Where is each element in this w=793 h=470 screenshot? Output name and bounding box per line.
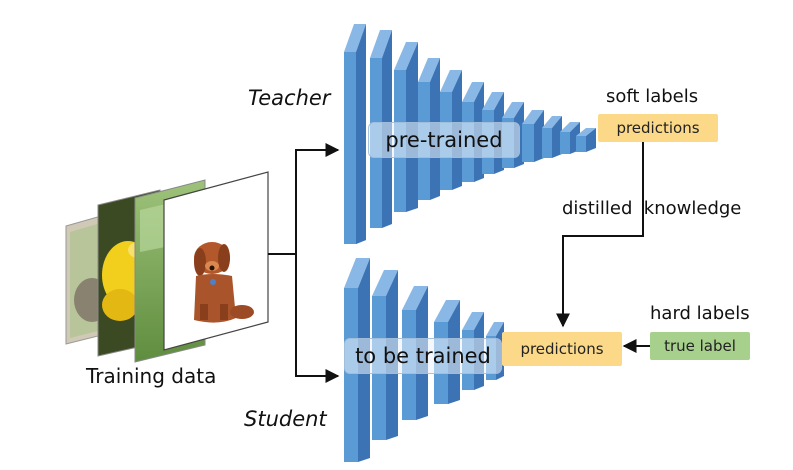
teacher-network xyxy=(344,24,596,244)
distilled-knowledge-label: distilled knowledge xyxy=(562,198,742,219)
flow-arrows xyxy=(268,140,650,383)
teacher-label: Teacher xyxy=(248,86,331,110)
distilled-knowledge-arrow xyxy=(556,140,644,328)
student-predictions-box: predictions xyxy=(502,332,622,366)
training-data-label: Training data xyxy=(86,364,217,388)
true-label-box: true label xyxy=(650,332,750,360)
training-images-stack xyxy=(65,171,269,363)
teacher-layer xyxy=(522,110,544,162)
student-network-label: to be trained xyxy=(344,338,502,374)
teacher-network-label: pre-trained xyxy=(368,122,520,158)
teacher-layer xyxy=(542,116,562,158)
student-label: Student xyxy=(244,407,327,431)
teacher-layer xyxy=(576,128,596,152)
soft-labels-label: soft labels xyxy=(606,86,699,107)
teacher-predictions-box: predictions xyxy=(598,114,718,142)
arrow-to-teacher xyxy=(295,143,340,254)
teacher-layer xyxy=(344,24,366,244)
hard-labels-label: hard labels xyxy=(650,303,750,324)
arrow-to-student xyxy=(295,254,340,383)
puppy-photo-icon xyxy=(163,171,269,351)
